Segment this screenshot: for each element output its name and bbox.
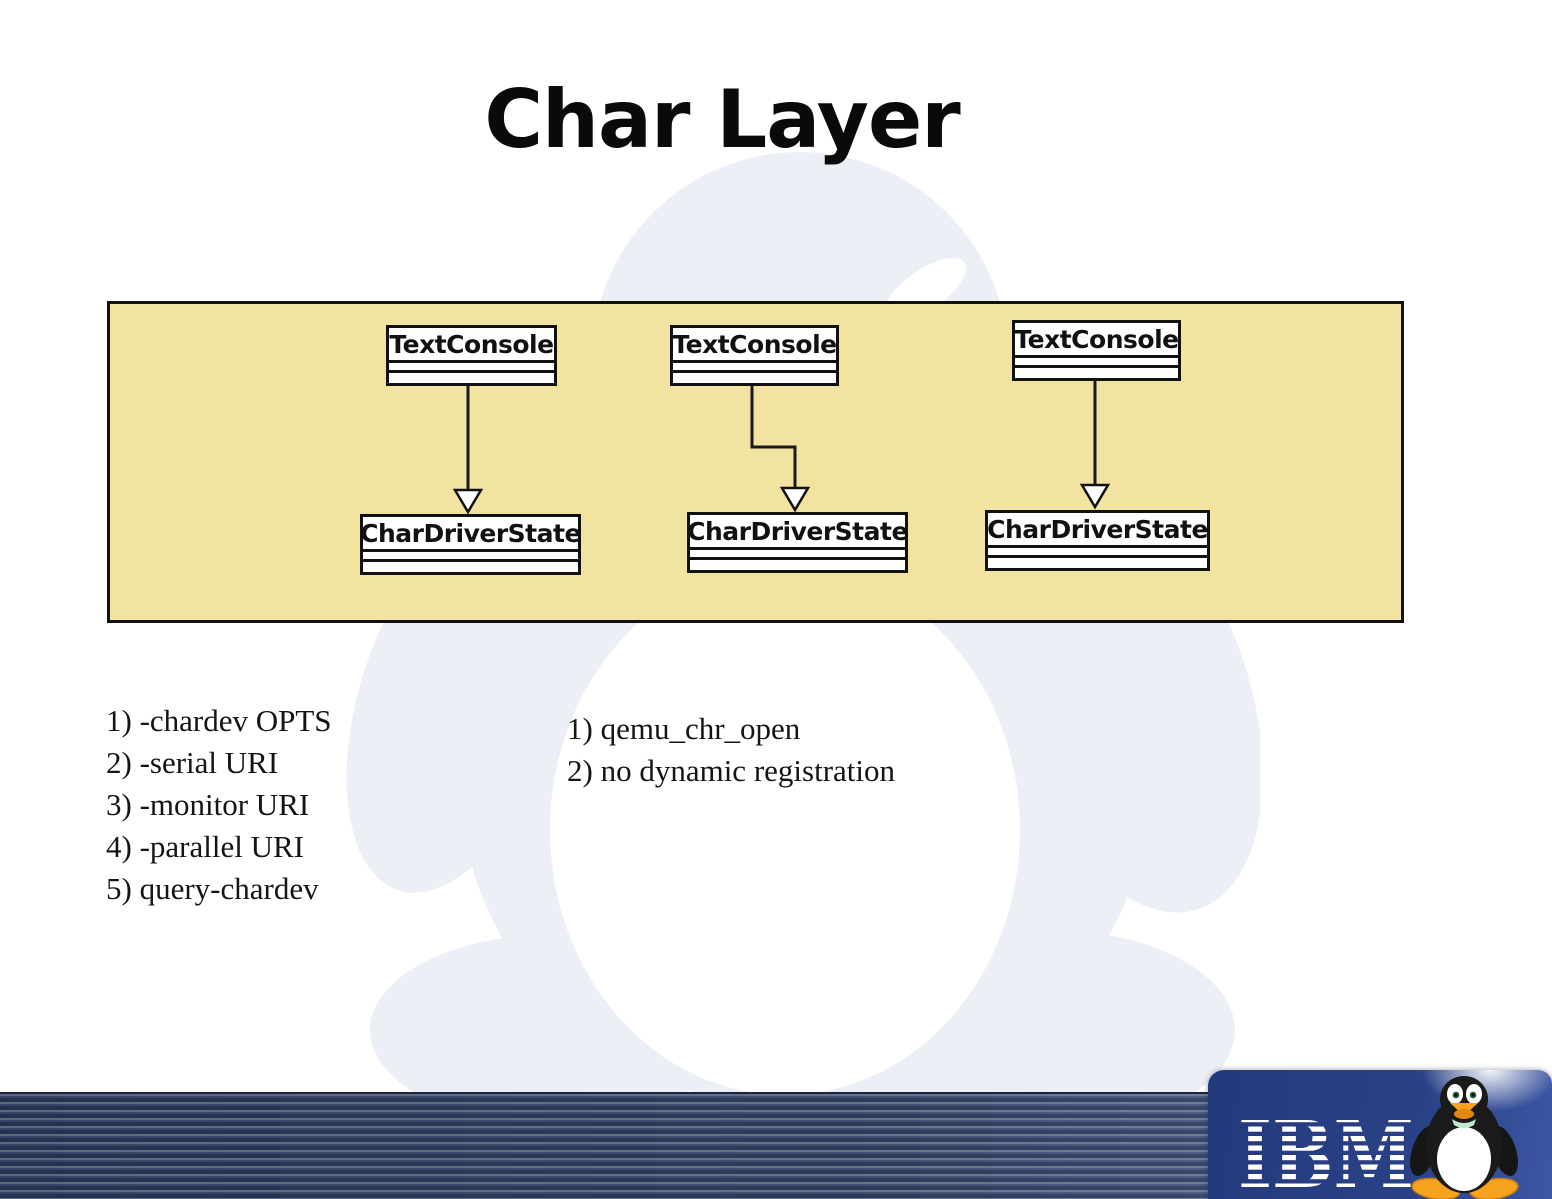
list-item: 1) -chardev OPTS <box>106 703 332 738</box>
list-item: 5) query-chardev <box>106 871 319 906</box>
uml-class-name: CharDriverState <box>987 513 1208 548</box>
ibm-logo: IBM <box>1238 1117 1414 1193</box>
arrowhead-icon <box>452 488 484 515</box>
uml-attributes-compartment <box>690 550 905 560</box>
list-item: 2) no dynamic registration <box>567 753 895 788</box>
list-item: 1) qemu_chr_open <box>567 711 801 746</box>
char-layer-diagram-panel: TextConsole CharDriverState TextConsole … <box>107 301 1404 623</box>
generalization-arrows <box>452 380 1111 515</box>
uml-class-textconsole-2: TextConsole <box>670 325 839 386</box>
arrowhead-icon <box>1079 483 1111 510</box>
uml-operations-compartment <box>673 373 836 383</box>
uml-attributes-compartment <box>389 363 554 373</box>
uml-operations-compartment <box>389 373 554 383</box>
list-item: 2) -serial URI <box>106 745 279 780</box>
ibm-brand-card: IBM <box>1208 1070 1552 1199</box>
list-item: 3) -monitor URI <box>106 787 310 822</box>
uml-attributes-compartment <box>673 363 836 373</box>
uml-operations-compartment <box>1015 368 1178 378</box>
tux-penguin-icon <box>1410 1076 1519 1199</box>
uml-class-name: CharDriverState <box>687 515 908 550</box>
uml-class-name: CharDriverState <box>360 517 581 552</box>
uml-class-chardriverstate-2: CharDriverState <box>687 512 908 573</box>
page-title: Char Layer <box>484 73 960 166</box>
uml-class-chardriverstate-1: CharDriverState <box>360 514 581 575</box>
uml-class-chardriverstate-3: CharDriverState <box>985 510 1210 571</box>
uml-class-name: TextConsole <box>672 328 837 363</box>
uml-operations-compartment <box>690 560 905 570</box>
uml-class-name: TextConsole <box>389 328 554 363</box>
uml-attributes-compartment <box>988 548 1207 558</box>
chardev-options-list: 1) -chardev OPTS 2) -serial URI 3) -moni… <box>106 700 332 910</box>
arrowhead-icon <box>779 486 811 513</box>
qemu-chr-notes-list: 1) qemu_chr_open 2) no dynamic registrat… <box>567 708 895 792</box>
uml-class-textconsole-1: TextConsole <box>386 325 557 386</box>
uml-class-name: TextConsole <box>1014 323 1179 358</box>
uml-operations-compartment <box>988 558 1207 568</box>
ibm-logo-text: IBM <box>1238 1117 1414 1193</box>
uml-attributes-compartment <box>363 552 578 562</box>
uml-class-textconsole-3: TextConsole <box>1012 320 1181 381</box>
uml-operations-compartment <box>363 562 578 572</box>
uml-attributes-compartment <box>1015 358 1178 368</box>
list-item: 4) -parallel URI <box>106 829 304 864</box>
